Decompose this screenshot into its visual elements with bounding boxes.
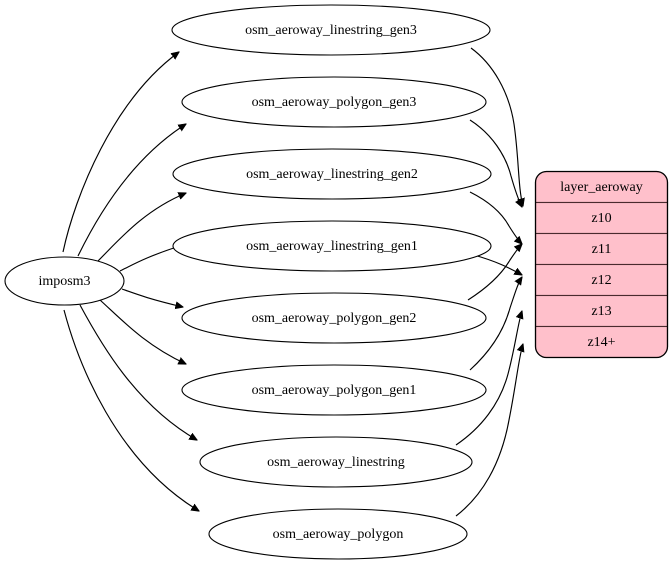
table-row-z13-label: z13 (591, 304, 611, 319)
table-header-label: layer_aeroway (560, 180, 642, 195)
node-osm_aeroway_linestring_gen1[interactable]: osm_aeroway_linestring_gen1 (172, 220, 492, 272)
node-osm_aeroway_polygon-label: osm_aeroway_polygon (273, 527, 404, 542)
node-osm_aeroway_linestring_gen2[interactable]: osm_aeroway_linestring_gen2 (172, 148, 492, 200)
node-osm_aeroway_polygon_gen3-label: osm_aeroway_polygon_gen3 (252, 95, 417, 110)
node-layer_aeroway-table[interactable]: layer_aeroway z10 z11 z12 z13 z14+ (534, 170, 669, 359)
table-row-z11-cell[interactable] (535, 232, 668, 266)
node-osm_aeroway_linestring-ellipse[interactable] (199, 436, 473, 488)
edges-middle-to-table (455, 47, 523, 517)
table-row-z14-label: z14+ (587, 335, 615, 350)
node-osm_aeroway_polygon_gen2[interactable]: osm_aeroway_polygon_gen2 (181, 292, 487, 344)
table-row-z11-label: z11 (592, 242, 612, 257)
edge-osm_aeroway_linestring_gen2-to-z11 (469, 191, 522, 244)
node-osm_aeroway_linestring_gen2-label: osm_aeroway_linestring_gen2 (246, 167, 418, 182)
edge-osm_aeroway_polygon_gen1-to-z12 (469, 277, 522, 371)
edge-osm_aeroway_linestring_gen3-to-z10 (470, 47, 523, 206)
edge-imposm3-to-osm_aeroway_linestring_gen2 (96, 193, 186, 263)
node-osm_aeroway_linestring_gen3[interactable]: osm_aeroway_linestring_gen3 (171, 4, 491, 56)
edge-osm_aeroway_polygon-to-z14 (455, 344, 523, 517)
table-row-z13-cell[interactable] (535, 294, 668, 328)
edge-osm_aeroway_linestring_gen1-to-z12 (473, 254, 522, 275)
edge-osm_aeroway_linestring-to-z13 (455, 311, 522, 446)
node-osm_aeroway_polygon-ellipse[interactable] (208, 508, 468, 560)
edge-osm_aeroway_polygon_gen2-to-z11 (467, 244, 522, 301)
node-osm_aeroway_polygon[interactable]: osm_aeroway_polygon (208, 508, 468, 560)
node-osm_aeroway_linestring[interactable]: osm_aeroway_linestring (199, 436, 473, 488)
edge-imposm3-to-osm_aeroway_linestring_gen3 (62, 52, 179, 253)
table-row-z10-label: z10 (591, 211, 611, 226)
table-header-cell (535, 171, 668, 204)
edge-imposm3-to-osm_aeroway_polygon_gen1 (99, 299, 186, 364)
node-imposm3-label: imposm3 (38, 274, 90, 289)
edge-osm_aeroway_polygon_gen3-to-z10 (469, 119, 522, 207)
edge-imposm3-to-osm_aeroway_polygon_gen3 (77, 124, 186, 257)
node-osm_aeroway_polygon_gen2-label: osm_aeroway_polygon_gen2 (252, 311, 417, 326)
edge-imposm3-to-osm_aeroway_polygon (63, 309, 199, 511)
node-osm_aeroway_linestring_gen3-ellipse[interactable] (171, 4, 491, 56)
node-osm_aeroway_linestring_gen1-label: osm_aeroway_linestring_gen1 (246, 239, 418, 254)
edges-source-to-middle (62, 52, 199, 511)
node-osm_aeroway_polygon_gen1-label: osm_aeroway_polygon_gen1 (252, 383, 417, 398)
table-row-z14-cell[interactable] (535, 325, 668, 358)
node-osm_aeroway_linestring-label: osm_aeroway_linestring (267, 455, 405, 470)
node-osm_aeroway_polygon_gen1[interactable]: osm_aeroway_polygon_gen1 (181, 364, 487, 416)
table-row-z10-cell[interactable] (535, 201, 668, 235)
node-osm_aeroway_linestring_gen3-label: osm_aeroway_linestring_gen3 (245, 23, 417, 38)
node-osm_aeroway_polygon_gen2-ellipse[interactable] (181, 292, 487, 344)
node-imposm3[interactable]: imposm3 (4, 256, 125, 306)
edge-imposm3-to-osm_aeroway_linestring (79, 304, 197, 440)
node-osm_aeroway_linestring_gen1-ellipse[interactable] (172, 220, 492, 272)
node-osm_aeroway_polygon_gen3[interactable]: osm_aeroway_polygon_gen3 (181, 76, 487, 128)
node-osm_aeroway_polygon_gen1-ellipse[interactable] (181, 364, 487, 416)
table-row-z12-cell[interactable] (535, 263, 668, 297)
table-row-z12-label: z12 (591, 273, 611, 288)
edge-imposm3-to-osm_aeroway_polygon_gen2 (121, 288, 183, 307)
node-osm_aeroway_linestring_gen2-ellipse[interactable] (172, 148, 492, 200)
node-osm_aeroway_polygon_gen3-ellipse[interactable] (181, 76, 487, 128)
node-imposm3-ellipse[interactable] (4, 256, 125, 306)
table-outer-border (534, 170, 669, 359)
